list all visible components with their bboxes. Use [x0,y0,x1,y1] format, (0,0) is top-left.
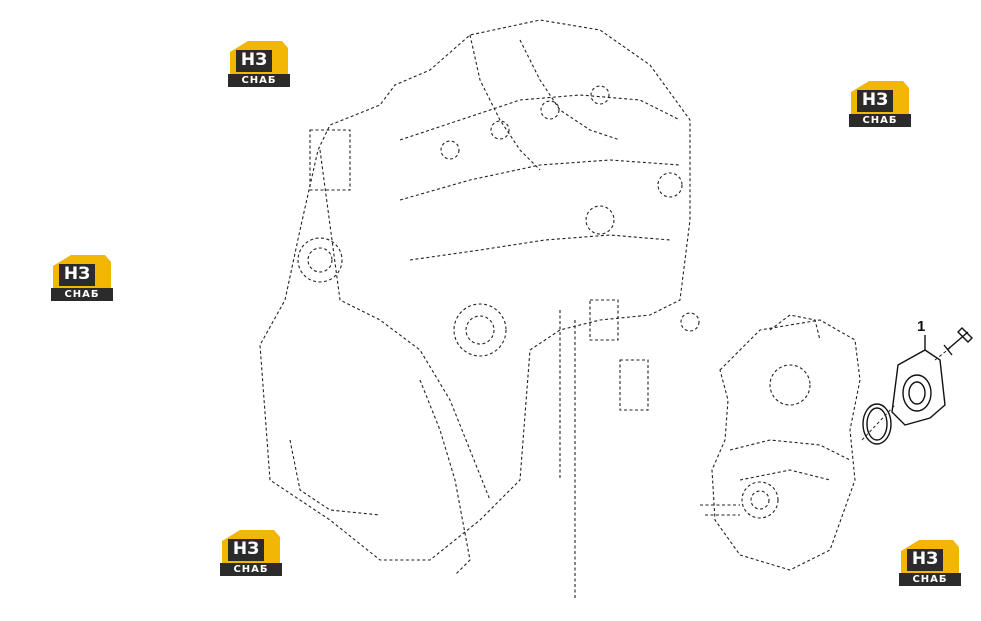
logo-text-bottom: СНАБ [241,75,277,86]
logo-text-top: НЗ [911,549,939,569]
fuel-pump-outline [711,319,861,571]
logo-text-bottom: СНАБ [64,289,100,300]
engine-block-outline [259,19,691,561]
brand-logo: НЗ СНАБ [226,38,292,88]
brand-logo: НЗ СНАБ [847,78,913,128]
o-ring [862,403,892,445]
callout-1: 1 [917,318,926,335]
brand-logo: НЗ СНАБ [218,527,284,577]
brand-logo: НЗ СНАБ [49,252,115,302]
logo-text-top: НЗ [240,50,268,70]
logo-text-bottom: СНАБ [912,574,948,585]
logo-text-top: НЗ [861,90,889,110]
brand-logo: НЗ СНАБ [897,537,963,587]
flange-plate [891,349,946,426]
logo-text-bottom: СНАБ [233,564,269,575]
logo-text-top: НЗ [63,264,91,284]
bolt [943,327,973,356]
logo-text-bottom: СНАБ [862,115,898,126]
logo-text-top: НЗ [232,539,260,559]
flange-bore [902,374,932,412]
